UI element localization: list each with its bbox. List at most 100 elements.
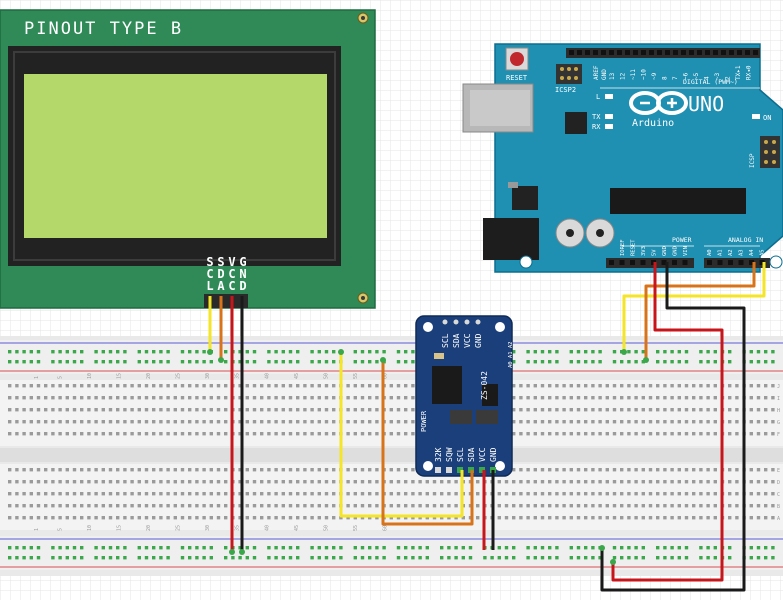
breadboard-hole bbox=[252, 504, 257, 508]
breadboard-hole bbox=[562, 480, 566, 484]
breadboard-hole bbox=[166, 420, 170, 424]
breadboard-hole bbox=[324, 516, 329, 520]
rail-hole bbox=[159, 360, 163, 364]
breadboard-hole bbox=[8, 492, 12, 496]
breadboard-hole bbox=[771, 408, 775, 412]
rail-hole bbox=[123, 546, 127, 550]
breadboard-hole bbox=[663, 492, 667, 496]
breadboard-hole bbox=[519, 468, 523, 472]
rail-hole bbox=[252, 360, 257, 364]
rail-hole bbox=[533, 360, 537, 364]
breadboard-hole bbox=[267, 432, 271, 436]
breadboard-hole bbox=[353, 516, 357, 520]
breadboard-hole bbox=[692, 504, 696, 508]
rail-hole bbox=[612, 546, 617, 550]
breadboard-column-number: 60 bbox=[382, 525, 388, 531]
rail-hole bbox=[108, 556, 113, 560]
breadboard-hole bbox=[159, 432, 163, 436]
breadboard-hole bbox=[663, 468, 667, 472]
rail-hole bbox=[454, 546, 458, 550]
rail-hole bbox=[58, 556, 62, 560]
breadboard-hole bbox=[108, 492, 113, 496]
breadboard-hole bbox=[396, 396, 401, 400]
power-pin-label: GND bbox=[662, 246, 668, 256]
breadboard-hole bbox=[404, 516, 408, 520]
voltage-regulator bbox=[512, 186, 538, 210]
breadboard-hole bbox=[756, 420, 761, 424]
breadboard-hole bbox=[8, 384, 12, 388]
breadboard-hole bbox=[584, 480, 588, 484]
breadboard-hole bbox=[310, 492, 314, 496]
header-pin bbox=[657, 50, 662, 55]
breadboard-hole bbox=[216, 384, 221, 388]
rail-hole bbox=[670, 350, 674, 354]
breadboard-hole bbox=[677, 408, 681, 412]
breadboard-hole bbox=[195, 504, 199, 508]
header-pin bbox=[609, 50, 614, 55]
breadboard-hole bbox=[569, 396, 573, 400]
rx-led-label: RX bbox=[592, 123, 601, 131]
rail-hole bbox=[15, 360, 19, 364]
breadboard-hole bbox=[44, 492, 48, 496]
rail-hole bbox=[612, 350, 617, 354]
breadboard-hole bbox=[44, 480, 48, 484]
breadboard-hole bbox=[670, 516, 674, 520]
breadboard-hole bbox=[497, 480, 501, 484]
breadboard-hole bbox=[173, 492, 177, 496]
breadboard-hole bbox=[188, 408, 192, 412]
breadboard-hole bbox=[216, 432, 221, 436]
breadboard-hole bbox=[324, 408, 329, 412]
rail-hole bbox=[324, 350, 329, 354]
breadboard-hole bbox=[670, 408, 674, 412]
breadboard-hole bbox=[267, 384, 271, 388]
breadboard-hole bbox=[22, 408, 26, 412]
rail-hole bbox=[368, 546, 372, 550]
breadboard-hole bbox=[605, 384, 609, 388]
breadboard-column-number: 55 bbox=[353, 373, 359, 379]
breadboard-hole bbox=[749, 408, 753, 412]
breadboard-hole bbox=[627, 384, 631, 388]
rail-hole bbox=[764, 546, 768, 550]
rail-hole bbox=[512, 350, 516, 354]
breadboard-hole bbox=[461, 516, 465, 520]
breadboard-hole bbox=[216, 504, 221, 508]
breadboard-hole bbox=[605, 432, 609, 436]
rtc-pin bbox=[435, 467, 441, 473]
breadboard-hole bbox=[670, 504, 674, 508]
breadboard-hole bbox=[267, 408, 271, 412]
rail-hole bbox=[598, 556, 602, 560]
breadboard-column-number: 5 bbox=[58, 528, 64, 531]
breadboard-hole bbox=[404, 480, 408, 484]
breadboard-hole bbox=[317, 492, 321, 496]
rail-hole bbox=[116, 360, 120, 364]
rail-hole bbox=[684, 350, 689, 354]
breadboard-hole bbox=[260, 432, 264, 436]
breadboard-hole bbox=[411, 480, 415, 484]
breadboard-hole bbox=[526, 504, 530, 508]
breadboard-hole bbox=[411, 468, 415, 472]
dc-jack bbox=[483, 218, 539, 260]
rail-hole bbox=[152, 546, 156, 550]
breadboard-hole bbox=[80, 408, 84, 412]
breadboard-hole bbox=[396, 384, 401, 388]
breadboard-hole bbox=[519, 480, 523, 484]
breadboard-hole bbox=[166, 504, 170, 508]
rail-hole bbox=[116, 350, 120, 354]
breadboard-hole bbox=[252, 492, 257, 496]
breadboard-hole bbox=[260, 516, 264, 520]
rail-hole bbox=[526, 556, 530, 560]
rail-hole bbox=[425, 556, 429, 560]
rail-hole bbox=[576, 556, 581, 560]
breadboard-hole bbox=[533, 516, 537, 520]
breadboard-hole bbox=[634, 420, 638, 424]
rail-hole bbox=[612, 556, 617, 560]
breadboard-hole bbox=[569, 432, 573, 436]
breadboard-hole bbox=[195, 420, 199, 424]
breadboard-hole bbox=[116, 432, 120, 436]
breadboard-hole bbox=[281, 420, 285, 424]
rail-hole bbox=[274, 350, 278, 354]
breadboard-hole bbox=[245, 396, 249, 400]
rail-hole bbox=[108, 546, 113, 550]
breadboard-hole bbox=[137, 384, 141, 388]
